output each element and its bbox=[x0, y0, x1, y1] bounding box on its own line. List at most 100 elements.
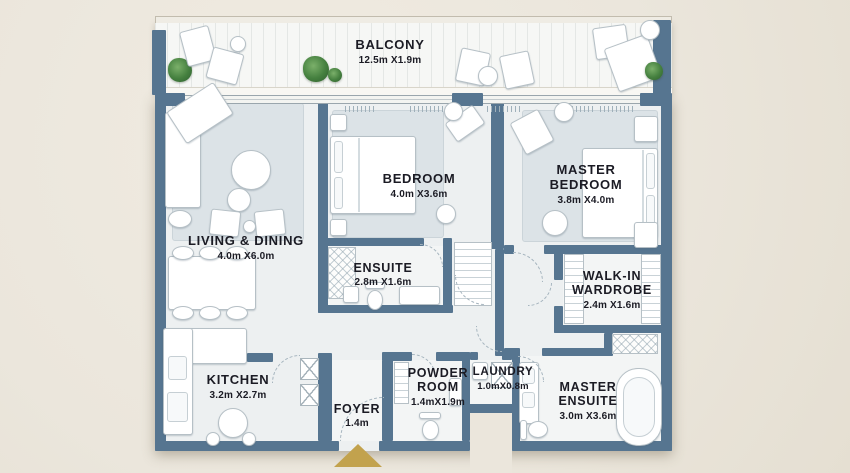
master-bed-line bbox=[642, 150, 644, 236]
kitchen-appliance-door bbox=[167, 392, 188, 422]
room-name: FOYER bbox=[333, 402, 381, 416]
laundry-sink bbox=[472, 362, 488, 380]
bedroom-nightstand-2 bbox=[330, 219, 347, 236]
window-hatch-6 bbox=[600, 106, 636, 112]
wall-hall-top bbox=[318, 305, 453, 313]
master-pillow-1 bbox=[646, 153, 655, 189]
dining-chair-2 bbox=[199, 246, 221, 260]
master-ensuite-shower bbox=[612, 334, 658, 354]
kitchen-stool-2 bbox=[242, 432, 256, 446]
room-name: LAUNDRY bbox=[472, 366, 534, 378]
dining-chair-4 bbox=[172, 306, 194, 320]
master-nightstand-2 bbox=[634, 222, 658, 248]
room-dims: 1.0mX0.8m bbox=[477, 381, 529, 393]
wall-kitchen-stub bbox=[247, 353, 273, 362]
room-dims: 3.2m X2.7m bbox=[209, 389, 267, 401]
wall-living-divider bbox=[318, 97, 328, 313]
dining-chair-5 bbox=[199, 306, 221, 320]
dining-chair-6 bbox=[226, 306, 248, 320]
balcony-top-strip bbox=[155, 16, 672, 23]
label-bedroom: BEDROOM 4.0m X3.6m bbox=[382, 171, 456, 200]
kitchen-cabinet-2 bbox=[300, 384, 319, 406]
wall-master-ensuite-top-b bbox=[542, 348, 608, 356]
wall-powder-right bbox=[462, 352, 470, 441]
kitchen-sink bbox=[168, 356, 187, 380]
wall-walkin-bottom bbox=[554, 325, 672, 333]
balcony-sill bbox=[155, 87, 672, 95]
bedroom-bed bbox=[330, 136, 416, 214]
wall-master-bottom-stub bbox=[504, 245, 514, 254]
room-dims: 12.5m X1.9m bbox=[358, 54, 422, 66]
label-master-ensuite: MASTER ENSUITE 3.0m X3.6m bbox=[541, 380, 635, 422]
wall-top-mid bbox=[452, 93, 483, 106]
wall-walkin-left-a bbox=[554, 249, 563, 280]
balcony-deck bbox=[155, 22, 672, 95]
bedroom-pillow-1 bbox=[334, 141, 343, 173]
room-dims: 1.4mX1.9m bbox=[410, 396, 466, 408]
room-name: WALK-IN WARDROBE bbox=[572, 269, 652, 298]
wall-kitchen-right bbox=[318, 353, 332, 441]
balcony-side-table-1 bbox=[230, 36, 246, 52]
wall-laundry-top-a bbox=[470, 352, 478, 360]
master-ensuite-toilet-tank bbox=[520, 420, 527, 440]
living-side-table bbox=[243, 220, 256, 233]
label-foyer: FOYER 1.4m bbox=[334, 402, 381, 429]
balcony-pillar-left bbox=[152, 30, 166, 95]
entrance-marker bbox=[334, 444, 382, 467]
wall-master-ensuite-left bbox=[512, 348, 520, 451]
master-ensuite-sink-2 bbox=[522, 392, 535, 408]
wall-laundry-top-b bbox=[502, 352, 512, 360]
balcony-side-table-2 bbox=[640, 20, 660, 40]
room-name: MASTER BEDROOM bbox=[549, 162, 623, 192]
window-hatch-5 bbox=[560, 106, 594, 112]
wall-right-outer bbox=[661, 97, 672, 451]
wall-powder-top-b bbox=[436, 352, 470, 361]
ensuite-toilet bbox=[367, 290, 383, 310]
wall-corridor-left bbox=[495, 249, 504, 356]
balcony-coffee-table bbox=[478, 66, 498, 86]
wall-bottom-powder bbox=[382, 441, 470, 451]
wall-bottom-master-ensuite bbox=[512, 441, 672, 451]
wall-bedroom-master bbox=[491, 97, 504, 249]
master-side-table bbox=[554, 102, 574, 122]
room-dims: 2.8m X1.6m bbox=[354, 277, 412, 289]
wall-foyer-right bbox=[382, 360, 393, 441]
wall-ensuite-right bbox=[443, 238, 452, 313]
living-sofa-end-table bbox=[168, 210, 192, 228]
bedroom-desk-chair bbox=[444, 102, 463, 121]
label-master-bedroom: MASTER BEDROOM 3.8m X4.0m bbox=[533, 162, 639, 205]
laundry-washer bbox=[491, 362, 513, 388]
dining-table bbox=[168, 256, 256, 310]
room-name: BEDROOM bbox=[382, 171, 456, 186]
room-name: ENSUITE bbox=[353, 261, 413, 275]
wall-left-outer bbox=[155, 97, 166, 451]
powder-toilet-tank bbox=[419, 412, 441, 419]
wardrobe-right bbox=[641, 254, 661, 324]
master-ensuite-toilet bbox=[528, 421, 548, 438]
room-name: KITCHEN bbox=[206, 372, 270, 387]
wardrobe-left bbox=[564, 254, 584, 324]
balcony-plant-2 bbox=[303, 56, 329, 82]
powder-sink bbox=[449, 378, 462, 406]
label-ensuite: ENSUITE 2.8m X1.6m bbox=[353, 261, 412, 288]
powder-toilet bbox=[422, 420, 439, 440]
window-hatch-4 bbox=[487, 106, 523, 112]
exterior-notch bbox=[470, 413, 512, 473]
label-walk-in-wardrobe: WALK-IN WARDROBE 2.4m X1.6m bbox=[552, 269, 672, 311]
window-hatch-3 bbox=[410, 106, 450, 112]
label-kitchen: KITCHEN 3.2m X2.7m bbox=[206, 372, 270, 401]
foyer-closet bbox=[394, 362, 409, 404]
dining-chair-1 bbox=[172, 246, 194, 260]
room-name: POWDER ROOM bbox=[407, 366, 469, 395]
living-coffee-table-small bbox=[227, 188, 251, 212]
wall-top-corner-left bbox=[155, 93, 185, 106]
kitchen-stool-1 bbox=[206, 432, 220, 446]
balcony-plant-3 bbox=[328, 68, 342, 82]
living-coffee-table bbox=[231, 150, 271, 190]
wall-ensuite-top bbox=[327, 238, 424, 246]
window-hatch-2 bbox=[345, 106, 375, 112]
room-name: MASTER ENSUITE bbox=[558, 380, 618, 409]
room-dims: 2.4m X1.6m bbox=[583, 299, 641, 311]
